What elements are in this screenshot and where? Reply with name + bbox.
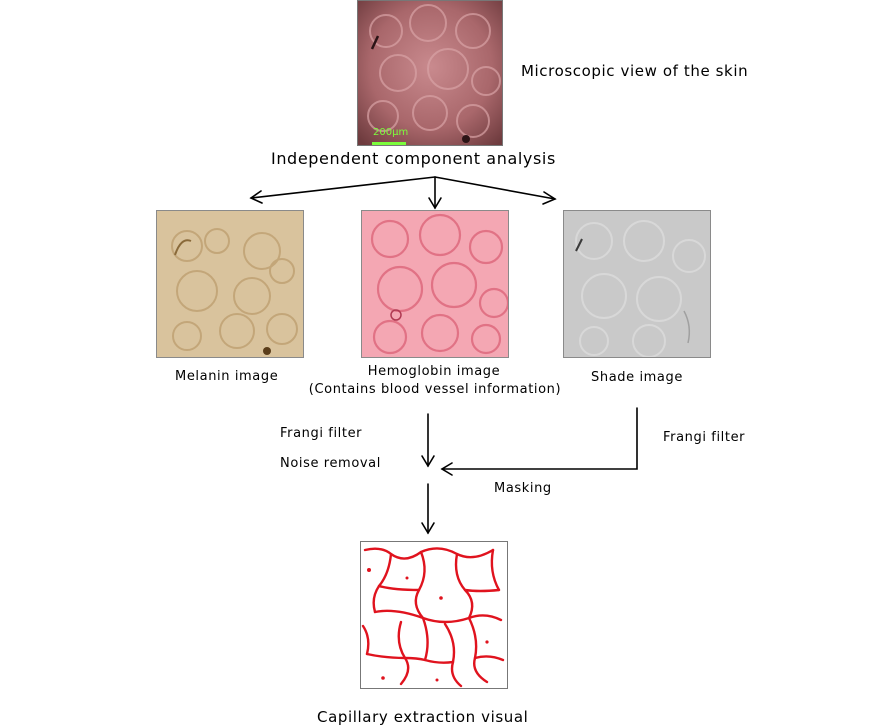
noise-removal-label: Noise removal	[280, 456, 381, 471]
shade-label: Shade image	[591, 370, 683, 385]
skin-label: Microscopic view of the skin	[521, 62, 749, 80]
hemo-frangi-filter-label: Frangi filter	[280, 426, 363, 441]
arrowhead-result	[421, 522, 435, 535]
capillary-result-image	[360, 541, 508, 689]
arrow-shade-mask	[441, 407, 638, 470]
scale-bar-label: 200μm	[373, 127, 409, 138]
melanin-label: Melanin image	[175, 369, 279, 384]
hemoglobin-label-line1: Hemoglobin image	[367, 364, 501, 379]
arrowhead-hemoglobin	[428, 197, 442, 210]
melanin-image	[156, 210, 304, 358]
skin-microscope-image	[357, 0, 503, 146]
ica-label: Independent component analysis	[271, 149, 556, 168]
arrow-to-melanin	[250, 176, 436, 199]
result-label: Capillary extraction visual	[317, 708, 529, 726]
shade-image	[563, 210, 711, 358]
shade-frangi-filter-label: Frangi filter	[663, 430, 746, 445]
hemoglobin-image	[361, 210, 509, 358]
arrowhead-shade-mask	[440, 462, 453, 476]
masking-label: Masking	[494, 481, 552, 496]
arrowhead-shade	[542, 191, 557, 205]
arrowhead-hemo-filter	[421, 455, 435, 468]
arrowhead-melanin	[249, 190, 263, 204]
arrow-to-shade	[434, 176, 556, 200]
hemoglobin-label-line2: (Contains blood vessel information)	[308, 382, 562, 397]
